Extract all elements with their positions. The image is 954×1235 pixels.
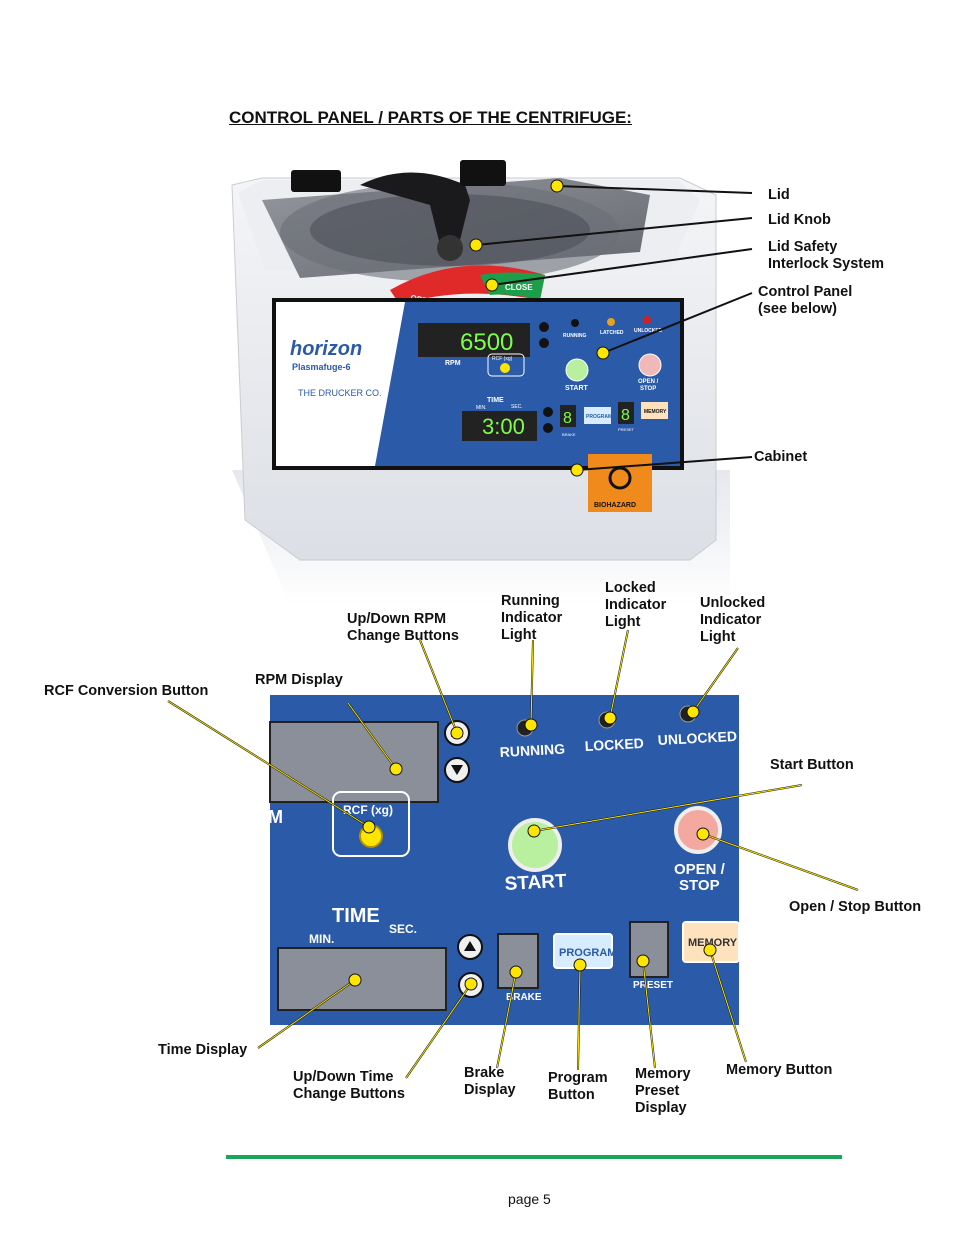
callout-rpm-display: RPM Display <box>255 672 343 688</box>
time-display <box>277 947 447 1011</box>
callout-rcf-button: RCF Conversion Button <box>44 683 209 699</box>
svg-text:BRAKE: BRAKE <box>562 432 576 437</box>
svg-text:RPM: RPM <box>445 360 461 367</box>
svg-text:LOCKED: LOCKED <box>584 735 644 754</box>
centrifuge-photo: OPEN CLOSE horizon Plasmafuge-6 THE DRUC… <box>231 160 753 605</box>
biohazard-label <box>588 454 652 512</box>
svg-text:TIME: TIME <box>332 905 380 927</box>
callout-cabinet: Cabinet <box>754 449 808 465</box>
svg-text:START: START <box>565 385 589 392</box>
page-number: page 5 <box>508 1191 551 1207</box>
rpm-display <box>269 721 439 803</box>
svg-text:TIME: TIME <box>487 397 504 404</box>
svg-text:PROGRAM: PROGRAM <box>559 947 616 959</box>
sticker-close-text: CLOSE <box>505 283 533 292</box>
svg-text:MIN.: MIN. <box>476 405 487 411</box>
svg-text:BIOHAZARD: BIOHAZARD <box>594 502 636 509</box>
footer-rule <box>226 1155 842 1159</box>
svg-text:SEC.: SEC. <box>511 404 523 410</box>
svg-text:MEMORY: MEMORY <box>688 937 738 949</box>
svg-text:8: 8 <box>563 410 572 427</box>
svg-text:M: M <box>268 807 283 827</box>
lid-knob <box>360 172 470 245</box>
rcf-button-frame <box>332 791 410 857</box>
time-readout: 3:00 <box>482 414 525 439</box>
svg-text:RCF (xg): RCF (xg) <box>343 803 393 817</box>
model-name: Plasmafuge-6 <box>292 362 351 372</box>
callout-lid-knob: Lid Knob <box>768 212 831 228</box>
start-button <box>508 818 562 872</box>
svg-text:BRAKE: BRAKE <box>506 992 542 1003</box>
control-panel-closeup: M RCF (xg) RUNNING LOCKED UNLOCKED START… <box>167 629 859 1079</box>
svg-text:STOP: STOP <box>679 877 720 894</box>
svg-text:PROGRAM: PROGRAM <box>586 414 612 420</box>
svg-text:OPEN /: OPEN / <box>638 379 659 385</box>
callout-time-display: Time Display <box>158 1042 248 1058</box>
svg-text:PRESET: PRESET <box>618 427 635 432</box>
callout-open-stop-button: Open / Stop Button <box>789 899 922 915</box>
maker-name: THE DRUCKER CO. <box>298 388 382 398</box>
svg-text:PRESET: PRESET <box>633 980 673 991</box>
svg-text:SEC.: SEC. <box>389 922 417 936</box>
svg-text:UNLOCKED: UNLOCKED <box>657 728 737 748</box>
memory-preset-display <box>629 921 669 978</box>
callout-lid: Lid <box>768 187 790 203</box>
page-heading: CONTROL PANEL / PARTS OF THE CENTRIFUGE: <box>229 108 632 127</box>
svg-text:8: 8 <box>621 407 630 424</box>
brand-logo: horizon <box>290 338 362 360</box>
rpm-readout: 6500 <box>460 329 513 356</box>
brake-display <box>497 933 539 989</box>
svg-text:RCF (xg): RCF (xg) <box>492 356 513 362</box>
svg-text:MIN.: MIN. <box>309 932 334 946</box>
svg-text:STOP: STOP <box>640 386 656 392</box>
callout-control-panel: Control Panel(see below) <box>758 284 853 317</box>
svg-text:RUNNING: RUNNING <box>563 333 586 339</box>
svg-text:RUNNING: RUNNING <box>499 741 565 760</box>
callout-start-button: Start Button <box>770 757 854 773</box>
callout-memory-button: Memory Button <box>726 1062 833 1078</box>
svg-text:OPEN /: OPEN / <box>674 861 726 878</box>
svg-text:UNLOCKED: UNLOCKED <box>634 328 663 334</box>
memory-button <box>682 921 740 963</box>
svg-text:START: START <box>504 871 567 895</box>
svg-text:MEMORY: MEMORY <box>644 409 667 415</box>
svg-text:LATCHED: LATCHED <box>600 330 624 336</box>
